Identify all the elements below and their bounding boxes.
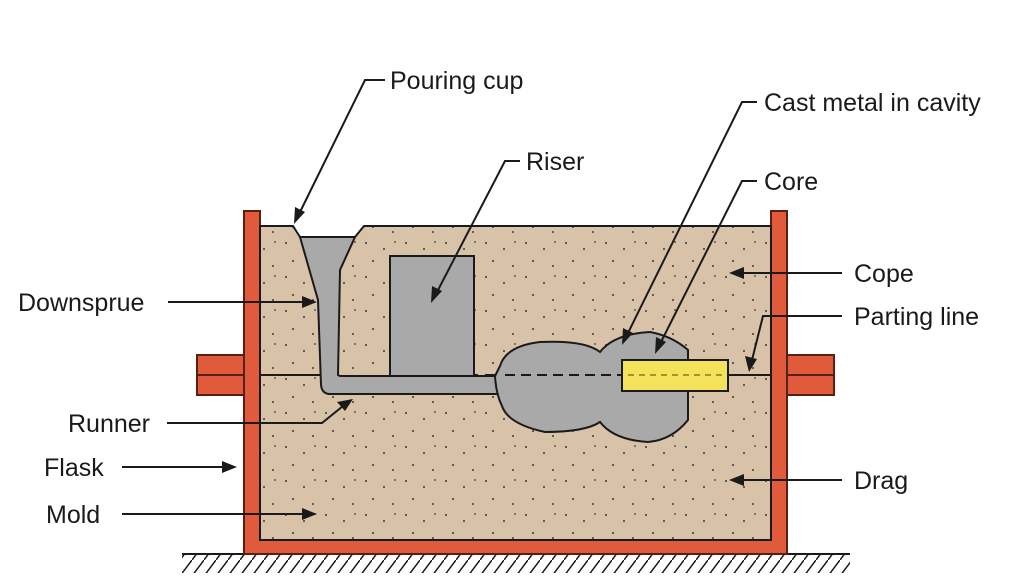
leader-cast-metal [626,101,757,336]
label-runner: Runner [68,410,150,438]
label-parting-line: Parting line [854,303,979,331]
leader-core [659,180,757,345]
label-cast-metal: Cast metal in cavity [764,89,981,117]
label-drag: Drag [854,467,908,495]
label-riser: Riser [526,148,584,176]
label-mold: Mold [46,501,100,529]
leader-runner [167,405,344,424]
leader-lines [122,79,842,520]
leader-riser [436,160,520,293]
leader-pouring-cup [299,79,385,213]
label-flask: Flask [44,454,104,482]
riser [389,255,475,377]
label-cope: Cope [854,260,914,288]
label-downsprue: Downsprue [18,289,144,317]
label-core: Core [764,168,818,196]
leader-parting-line [751,315,842,361]
pouring-cup-and-sprue [298,236,501,395]
labels: Pouring cup Cast metal in cavity Riser C… [18,67,981,529]
ground [182,553,850,573]
core [621,359,729,392]
label-pouring-cup: Pouring cup [390,67,523,95]
